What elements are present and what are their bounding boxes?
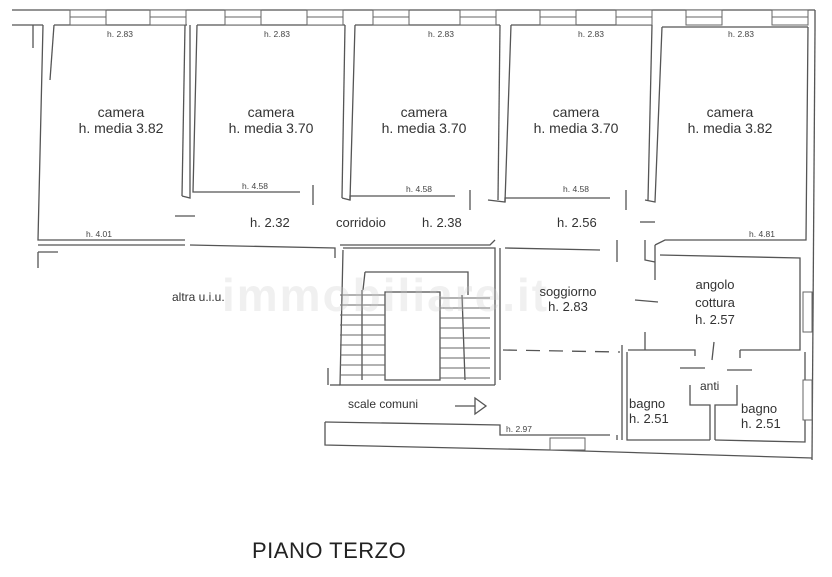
room-2-name: camera [247,104,295,120]
room-2-bottom-height: h. 4.58 [242,181,268,191]
kitchen-name-2: cottura [695,294,735,310]
room-4-top-height: h. 2.83 [578,29,604,39]
room-5-bottom-height: h. 4.81 [749,229,775,239]
bathroom-left-name: bagno [629,396,666,411]
stairwell [327,247,496,386]
room-3-top-height: h. 2.83 [428,29,454,39]
corridor-height-2: h. 2.38 [422,215,462,230]
corridor-height-3: h. 2.56 [557,215,597,230]
room-2-height: h. media 3.70 [228,120,314,137]
other-unit-label: altra u.i.u. [172,290,225,304]
room-1-top-height: h. 2.83 [107,29,133,39]
ante-label: anti [700,379,720,393]
floor-title: PIANO TERZO [252,538,407,563]
room-camera-4-walls [504,24,663,210]
kitchen-name-1: angolo [695,277,735,292]
room-5-name: camera [706,104,754,120]
room-1-bottom-height: h. 4.01 [86,229,112,239]
bathroom-right-label: bagno h. 2.51 [741,401,781,432]
living-room-height: h. 2.83 [548,298,588,314]
bathroom-left-height: h. 2.51 [629,410,669,426]
living-room-label: soggiorno h. 2.83 [518,284,618,315]
corridor-walls [37,215,655,268]
bathroom-left-label: bagno h. 2.51 [629,396,669,427]
windows-top [69,9,809,26]
room-camera-1-walls [37,24,191,241]
bathroom-right-name: bagno [741,401,778,416]
room-camera-5-walls [654,26,816,461]
room-5-label: camera h. media 3.82 [670,104,790,136]
room-2-top-height: h. 2.83 [264,29,290,39]
room-4-label: camera h. media 3.70 [521,104,631,136]
room-5-top-height: h. 2.83 [728,29,754,39]
room-3-name: camera [400,104,448,120]
room-2-label: camera h. media 3.70 [216,104,326,136]
room-4-name: camera [552,104,600,120]
living-room-name: soggiorno [539,284,597,299]
room-4-height: h. media 3.70 [533,120,619,137]
bottom-strip-height: h. 2.97 [506,424,532,434]
room-1-name: camera [97,104,145,120]
stairs-label: scale comuni [348,397,419,411]
corridor-height-1: h. 2.32 [250,215,290,230]
bottom-corridor-strip [324,421,813,459]
bathroom-right-height: h. 2.51 [741,415,781,431]
corridor-label: corridoio [336,215,386,230]
room-1-label: camera h. media 3.82 [66,104,176,136]
room-3-label: camera h. media 3.70 [369,104,479,136]
kitchen-height: h. 2.57 [695,312,735,328]
room-3-height: h. media 3.70 [381,120,467,137]
apartment-walls [499,240,813,443]
arrow-right-icon [455,396,488,416]
room-1-height: h. media 3.82 [78,120,164,137]
kitchen-label: angolo cottura h. 2.57 [670,276,760,329]
room-4-bottom-height: h. 4.58 [563,184,589,194]
room-5-height: h. media 3.82 [687,120,773,137]
room-3-bottom-height: h. 4.58 [406,184,432,194]
